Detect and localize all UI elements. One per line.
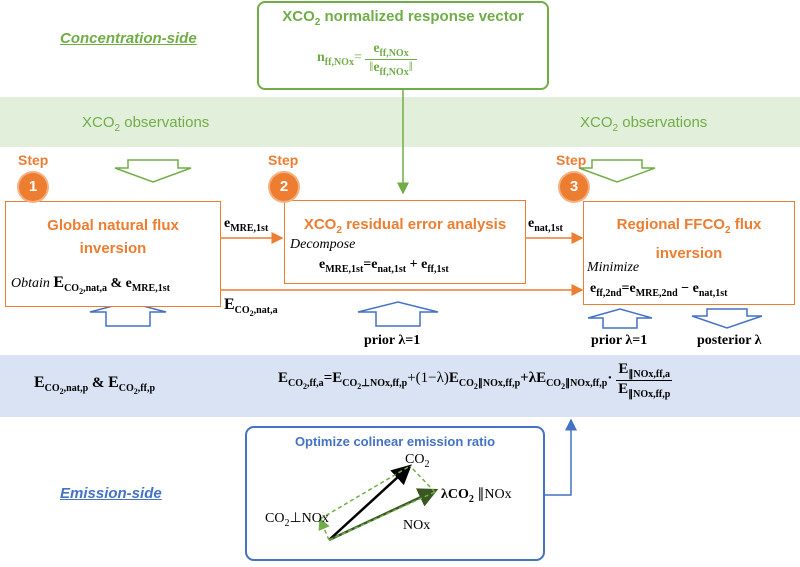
step2-title: XCO2 residual error analysis	[303, 216, 507, 236]
co2-vector-label: CO2	[405, 452, 430, 470]
prior-up-arrow-mid	[357, 301, 439, 327]
arrow-label-e-mre: eMRE,1st	[224, 216, 269, 234]
normalized-response-vector-box: XCO2 normalized response vector nff,NOx=…	[257, 1, 549, 90]
xco2-observations-left: XCO2 observations	[82, 114, 210, 134]
obs-down-arrow-left	[114, 159, 192, 183]
posterior-down-arrow	[691, 308, 763, 329]
co2-perp-nox-label: CO2⊥NOx	[265, 511, 329, 529]
step1-formula: Obtain ECO2,nat,a & eMRE,1st	[11, 274, 170, 296]
projection-line-parallel	[409, 465, 436, 493]
projection-line-perp	[319, 465, 411, 520]
optimize-ratio-box: Optimize colinear emission ratio CO2 λCO…	[245, 426, 545, 561]
posterior-lambda: posterior λ	[697, 333, 762, 348]
prior-up-arrow-right	[587, 308, 653, 329]
normalized-vector-title: XCO2 normalized response vector	[282, 8, 524, 28]
lambda-co2-label: λCO2 ∥NOx	[441, 487, 512, 505]
step2-box: XCO2 residual error analysis Decompose e…	[284, 200, 526, 284]
nox-vector-label: NOx	[403, 518, 431, 533]
emission-side-label: Emission-side	[60, 485, 162, 502]
co2-perp-nox-vector	[318, 517, 330, 541]
arrow-label-e-nat: enat,1st	[528, 216, 563, 234]
concentration-side-label: Concentration-side	[60, 30, 197, 47]
obs-down-arrow-right	[578, 159, 656, 183]
prior-lambda-right: prior λ=1	[591, 333, 648, 348]
emission-update-equation: ECO2,ff,a=ECO2⊥NOx,ff,p+(1−λ)ECO2∥NOx,ff…	[278, 361, 673, 400]
step2-decompose-label: Decompose	[290, 237, 356, 252]
arrow-label-E-nat: ECO2,nat,a	[224, 296, 278, 318]
step-label-2: Step	[268, 152, 299, 168]
normalized-vector-formula: nff,NOx= eff,NOx ‖eff,NOx‖	[317, 41, 417, 78]
step3-formula: eff,2nd=eMRE,2nd − enat,1st	[590, 281, 728, 299]
emission-ratio-fraction: E∥NOx,ff,a E∥NOx,ff,p	[616, 361, 673, 400]
step-label-1: Step	[18, 152, 49, 168]
optimize-feedback-arrow	[545, 418, 577, 496]
step-label-3: Step	[556, 152, 587, 168]
observation-band	[0, 97, 800, 147]
optimize-ratio-title: Optimize colinear emission ratio	[294, 434, 496, 449]
step2-formula: eMRE,1st=enat,1st + eff,1st	[319, 257, 449, 275]
emission-prior-inputs: ECO2,nat,p & ECO2,ff,p	[34, 374, 156, 396]
co2-vector	[328, 464, 412, 541]
emission-band	[0, 355, 800, 417]
vector-diagram	[318, 464, 439, 542]
xco2-observations-right: XCO2 observations	[580, 114, 708, 134]
step-number-2: 2	[270, 173, 298, 201]
lambda-co2-parallel-vector	[328, 491, 436, 541]
step-number-1: 1	[19, 173, 47, 201]
step3-minimize-label: Minimize	[587, 260, 640, 275]
prior-lambda-mid: prior λ=1	[364, 333, 421, 348]
step-number-3: 3	[560, 173, 588, 201]
